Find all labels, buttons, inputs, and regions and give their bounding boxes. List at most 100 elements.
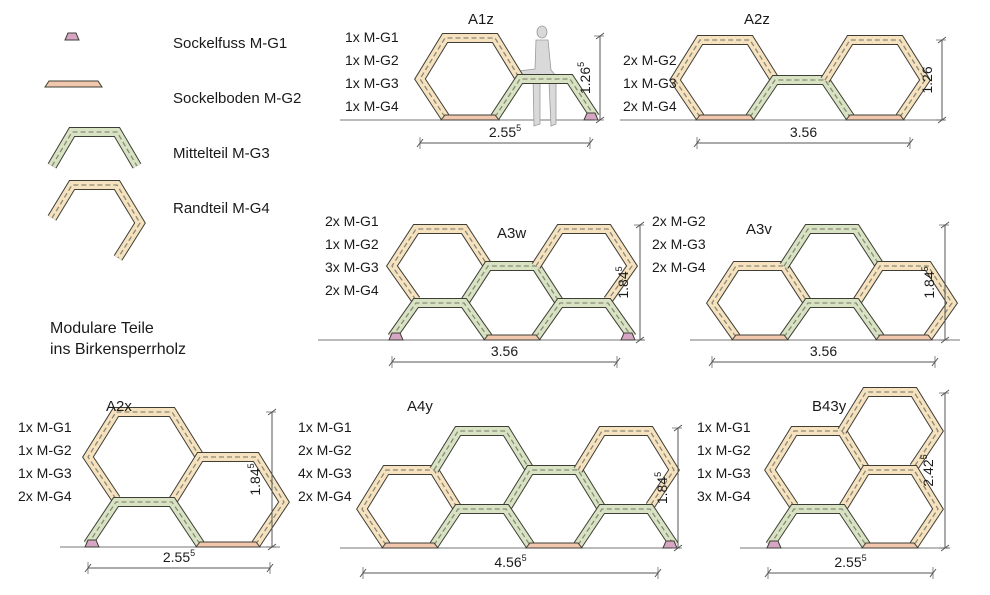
width-dimension-label: 3.56 bbox=[790, 124, 817, 140]
parts-list-item: 1x M-G4 bbox=[345, 98, 399, 114]
width-value: 2.55 bbox=[489, 124, 516, 140]
width-value: 2.55 bbox=[163, 549, 190, 565]
sockelboden-piece bbox=[194, 541, 262, 548]
parts-list-item: 2x M-G2 bbox=[298, 442, 352, 458]
diagram-title: A3v bbox=[746, 221, 772, 238]
randteil-piece bbox=[851, 261, 959, 340]
legend-label-2: Sockelboden M-G2 bbox=[173, 90, 301, 107]
width-dimension-label: 2.555 bbox=[163, 548, 195, 565]
sockelboden-icon bbox=[44, 80, 103, 88]
sockelfuss-piece bbox=[620, 332, 636, 341]
mittelteil-piece bbox=[490, 74, 600, 120]
mittelteil-piece bbox=[429, 426, 535, 473]
mittelteil-piece bbox=[779, 298, 885, 340]
mittelteil-piece bbox=[745, 75, 855, 120]
height-value: 1.26 bbox=[577, 67, 593, 94]
parts-list-item: 4x M-G3 bbox=[298, 465, 352, 481]
parts-list-item: 2x M-G4 bbox=[623, 98, 677, 114]
randteil-icon bbox=[47, 180, 146, 261]
randteil-piece bbox=[705, 261, 813, 340]
height-value: 1.84 bbox=[654, 477, 670, 504]
parts-list-item: 1x M-G2 bbox=[697, 442, 751, 458]
height-superscript: 5 bbox=[920, 266, 930, 271]
mittelteil-piece bbox=[531, 298, 637, 340]
parts-list-item: 2x M-G4 bbox=[298, 488, 352, 504]
sockelfuss-piece bbox=[766, 540, 782, 549]
sockelfuss-piece bbox=[64, 32, 80, 41]
randteil-piece bbox=[669, 35, 780, 120]
sockelboden-piece bbox=[439, 114, 501, 121]
mittelteil-piece bbox=[387, 298, 493, 340]
width-superscript: 5 bbox=[516, 123, 521, 133]
sockelboden-piece bbox=[524, 542, 584, 549]
height-value: 1.84 bbox=[247, 468, 263, 495]
width-value: 2.55 bbox=[834, 554, 861, 570]
parts-list-item: 3x M-G4 bbox=[697, 488, 751, 504]
randteil-piece bbox=[82, 407, 205, 502]
sockelfuss-piece bbox=[388, 332, 404, 341]
width-dimension-label: 2.555 bbox=[489, 123, 521, 140]
randteil-piece bbox=[531, 224, 639, 303]
diagram-title: A2x bbox=[106, 398, 132, 415]
randteil-piece bbox=[837, 465, 944, 548]
width-superscript: 5 bbox=[522, 553, 527, 563]
parts-list-item: 2x M-G4 bbox=[325, 282, 379, 298]
mittelteil-piece bbox=[429, 504, 535, 548]
diagram-title: B43y bbox=[812, 398, 847, 415]
width-value: 3.56 bbox=[790, 124, 817, 140]
parts-list-item: 1x M-G1 bbox=[345, 29, 399, 45]
width-dimension-label: 2.555 bbox=[834, 553, 866, 570]
height-superscript: 5 bbox=[576, 62, 586, 67]
parts-list-item: 3x M-G3 bbox=[325, 259, 379, 275]
diagram-title: A3w bbox=[497, 225, 526, 242]
width-superscript: 5 bbox=[190, 548, 195, 558]
height-superscript: 5 bbox=[614, 266, 624, 271]
diagram-title: A2z bbox=[744, 11, 770, 28]
sockelfuss-piece bbox=[583, 112, 599, 121]
height-dimension-label: 1.845 bbox=[246, 463, 263, 495]
height-value: 1.26 bbox=[919, 66, 935, 93]
randteil-piece bbox=[385, 224, 493, 303]
diagram-title: A1z bbox=[468, 11, 494, 28]
width-value: 3.56 bbox=[491, 343, 518, 359]
sockelboden-piece bbox=[482, 334, 542, 341]
height-dimension-label: 2.425 bbox=[919, 454, 936, 486]
sockelboden-piece bbox=[874, 334, 934, 341]
parts-list-item: 2x M-G4 bbox=[652, 259, 706, 275]
sockelfuss-piece bbox=[84, 539, 100, 548]
parts-list-item: 1x M-G2 bbox=[345, 52, 399, 68]
width-value: 4.56 bbox=[494, 554, 521, 570]
mittelteil-piece bbox=[501, 465, 607, 512]
parts-list-item: 1x M-G2 bbox=[18, 442, 72, 458]
mittelteil-piece bbox=[765, 504, 871, 548]
width-dimension-label: 4.565 bbox=[494, 553, 526, 570]
mittelteil-icon bbox=[47, 127, 142, 169]
height-dimension-label: 1.845 bbox=[653, 472, 670, 504]
randteil-piece bbox=[764, 426, 871, 509]
height-dimension-label: 1.845 bbox=[920, 266, 937, 298]
parts-list-item: 2x M-G2 bbox=[623, 52, 677, 68]
mittelteil-piece bbox=[779, 224, 885, 269]
parts-list-item: 1x M-G3 bbox=[18, 465, 72, 481]
randteil-piece bbox=[837, 387, 944, 470]
parts-list-item: 2x M-G4 bbox=[18, 488, 72, 504]
height-superscript: 5 bbox=[246, 463, 256, 468]
parts-list-item: 1x M-G2 bbox=[325, 236, 379, 252]
legend-note-line-2: ins Birkensperrholz bbox=[50, 341, 186, 358]
parts-list-item: 1x M-G1 bbox=[298, 419, 352, 435]
randteil-piece bbox=[820, 35, 931, 120]
height-value: 2.42 bbox=[920, 459, 936, 486]
width-dimension-label: 3.56 bbox=[491, 343, 518, 359]
randteil-piece bbox=[573, 426, 680, 509]
sockelboden-piece bbox=[380, 542, 440, 549]
legend-label-1: Sockelfuss M-G1 bbox=[173, 35, 287, 52]
height-dimension-label: 1.845 bbox=[614, 266, 631, 298]
